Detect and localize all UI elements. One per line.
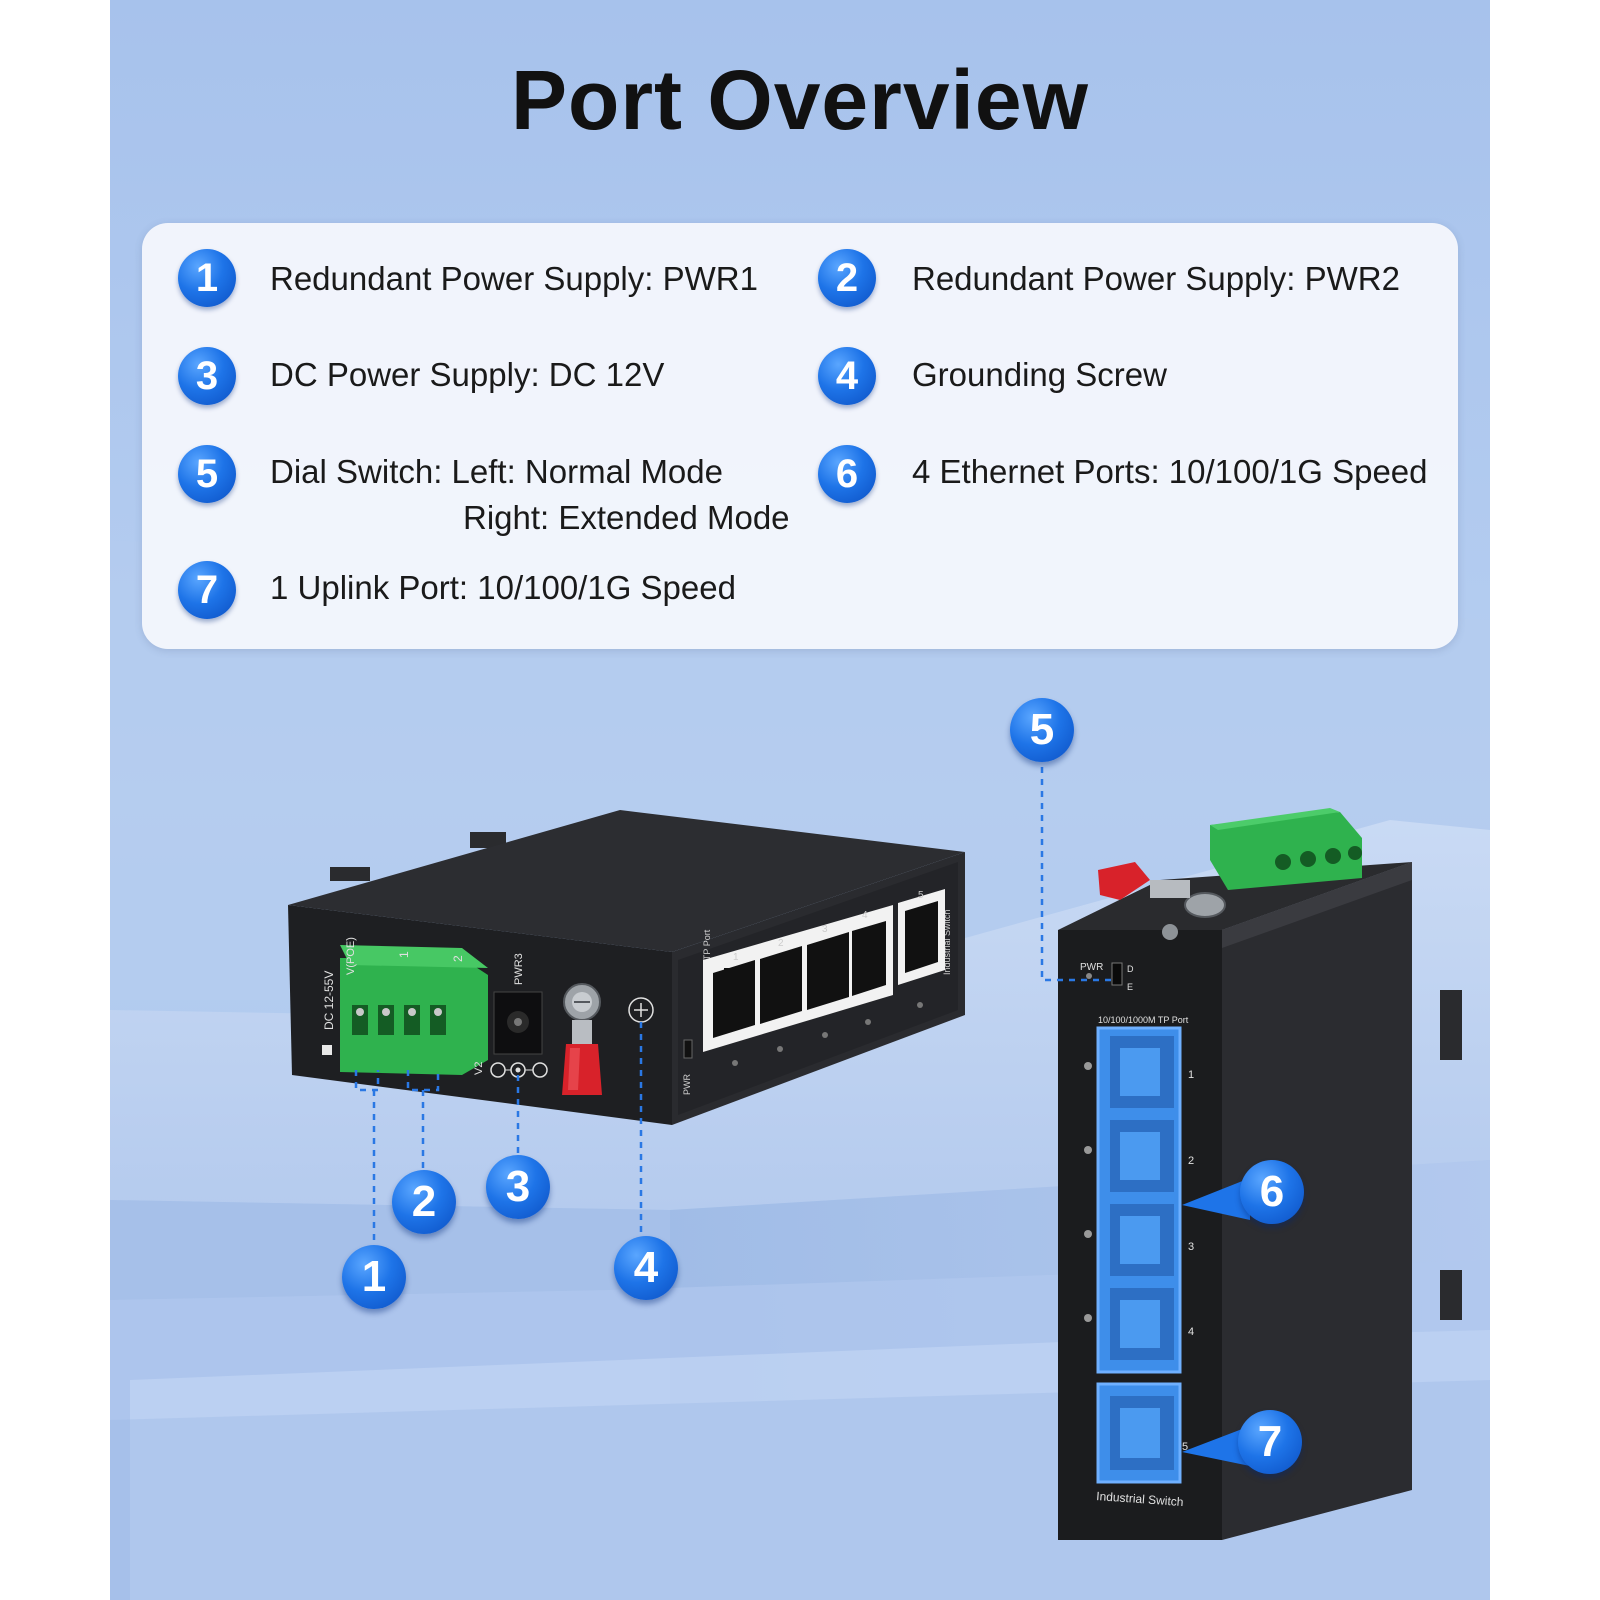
pwr2-label: 2: [451, 955, 465, 962]
uplink-port[interactable]: [1096, 1382, 1182, 1484]
industrial-switch-label-front: Industrial Switch: [942, 909, 952, 975]
callout-7: 7: [1238, 1410, 1302, 1474]
legend-text: 4 Ethernet Ports: 10/100/1G Speed: [912, 453, 1428, 490]
d-label: D: [1127, 964, 1134, 974]
number-badge: 5: [178, 445, 236, 503]
port-number: 1: [733, 952, 739, 963]
industrial-switch-label: Industrial Switch: [1096, 1489, 1184, 1509]
dial-switch[interactable]: [1111, 962, 1123, 986]
uplink-port-front[interactable]: [898, 889, 945, 985]
number-badge: 3: [178, 347, 236, 405]
dc-range-label: DC 12-55V: [322, 971, 336, 1030]
port-number: 2: [1188, 1155, 1194, 1167]
leader-line-5: [1040, 755, 1112, 982]
ethernet-port[interactable]: [1110, 1036, 1174, 1108]
port-number: 3: [822, 924, 828, 935]
pwr3-label: PWR3: [513, 953, 525, 985]
leader-lines: [354, 1022, 643, 1250]
number-badge: 4: [818, 347, 876, 405]
ethernet-port[interactable]: [852, 921, 886, 996]
legend-text: 1 Uplink Port: 10/100/1G Speed: [270, 569, 736, 606]
callout-2: 2: [392, 1170, 456, 1234]
ethernet-port[interactable]: [1110, 1288, 1174, 1360]
e-label: E: [1127, 982, 1133, 992]
callout-5: 5: [1010, 698, 1074, 762]
legend-text-continued: Right: Extended Mode: [463, 499, 790, 536]
legend-card: 1 Redundant Power Supply: PWR1 2 Redunda…: [142, 223, 1458, 649]
grounding-lug-top: [1098, 862, 1226, 940]
legend-text: Redundant Power Supply: PWR1: [270, 260, 758, 297]
page-title: Port Overview: [511, 53, 1089, 147]
pointer-6: [1182, 1178, 1250, 1220]
pwr-label-front: PWR: [682, 1074, 692, 1095]
grounding-screw: [562, 983, 654, 1095]
tp-port-label-vertical: 10/100/1000M TP Port: [1098, 1015, 1189, 1025]
legend-text: Dial Switch: Left: Normal Mode: [270, 453, 723, 490]
legend-text: DC Power Supply: DC 12V: [270, 356, 665, 393]
v2-label: V2: [473, 1062, 485, 1075]
number-badge: 2: [818, 249, 876, 307]
ethernet-port[interactable]: [1110, 1204, 1174, 1276]
legend-text: Grounding Screw: [912, 356, 1167, 393]
callout-6: 6: [1240, 1160, 1304, 1224]
device-top: [288, 810, 965, 952]
dc-jack: [493, 991, 543, 1055]
poe-label: V(POE): [345, 937, 357, 975]
ethernet-port[interactable]: [1110, 1120, 1174, 1192]
callout-4: 4: [614, 1236, 678, 1300]
number-badge: 7: [178, 561, 236, 619]
port-number: 3: [1188, 1241, 1194, 1253]
port-number: 4: [1188, 1326, 1194, 1338]
ethernet-port[interactable]: [807, 932, 849, 1010]
ethernet-port[interactable]: [713, 960, 755, 1038]
terminal-block-top: [1210, 808, 1362, 890]
legend-text: Redundant Power Supply: PWR2: [912, 260, 1400, 297]
port-number: 4: [862, 910, 868, 921]
pointer-7: [1182, 1426, 1250, 1466]
ethernet-port[interactable]: [760, 946, 802, 1024]
callout-1: 1: [342, 1245, 406, 1309]
port-number: 5: [1182, 1441, 1188, 1453]
terminal-block-pwr: [340, 945, 488, 1075]
pwr-label: PWR: [1080, 962, 1103, 973]
pwr1-label: 1: [397, 951, 411, 958]
number-badge: 1: [178, 249, 236, 307]
ethernet-port-group-front: [703, 905, 893, 1052]
port-number: 2: [778, 938, 784, 949]
ethernet-port-group: [1096, 1026, 1182, 1374]
callout-3: 3: [486, 1155, 550, 1219]
port-number: 5: [918, 890, 924, 901]
port-number: 1: [1188, 1069, 1194, 1081]
number-badge: 6: [818, 445, 876, 503]
